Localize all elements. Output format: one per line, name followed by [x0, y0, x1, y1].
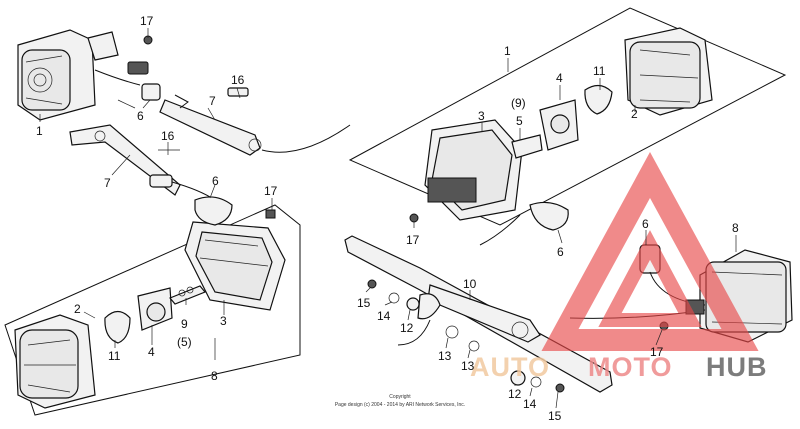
callout-10: 10	[463, 277, 477, 291]
callout-17: 17	[406, 233, 420, 247]
callout-12: 12	[400, 321, 414, 335]
callout-11: 11	[108, 349, 121, 363]
callout-8: 8	[732, 221, 739, 235]
callout-6: 6	[642, 217, 649, 231]
callout-15: 15	[357, 296, 371, 310]
callout-16: 16	[161, 129, 175, 143]
copyright-line1: Copyright	[389, 394, 411, 400]
automotohub-watermark: AUTO MOTO HUB	[470, 152, 768, 382]
stay-and-socket-upper	[69, 35, 351, 201]
callout-11: 11	[593, 64, 606, 78]
callout-4: 4	[148, 345, 155, 359]
callout-17: 17	[140, 14, 154, 28]
callout-2: 2	[74, 302, 81, 316]
callout-1: 1	[504, 44, 511, 58]
callout-7: 7	[104, 176, 111, 190]
callout-4: 4	[556, 71, 563, 85]
watermark-auto-text: AUTO	[470, 352, 550, 382]
leader-lines	[39, 28, 737, 409]
callout-6: 6	[557, 245, 564, 259]
callout-13: 13	[461, 359, 475, 373]
callout-14: 14	[377, 309, 391, 323]
watermark-hub-text: HUB	[706, 352, 768, 382]
turn-signal-lower-left	[14, 196, 286, 409]
callout-17: 17	[650, 345, 664, 359]
callout-5: (5)	[177, 335, 192, 349]
callout-13: 13	[438, 349, 452, 363]
turn-signal-upper-right	[409, 27, 713, 246]
callout-6: 6	[212, 174, 219, 188]
watermark-moto-text: MOTO	[588, 352, 673, 382]
turn-signal-upper-left	[17, 29, 141, 121]
callout-14: 14	[523, 397, 537, 411]
callout-3: 3	[220, 314, 227, 328]
callout-3: 3	[478, 109, 485, 123]
callout-9: 9	[181, 317, 188, 331]
callout-6: 6	[137, 109, 144, 123]
copyright-line2: Page design (c) 2004 - 2014 by ARI Netwo…	[335, 402, 465, 408]
callout-8: 8	[211, 369, 218, 383]
callout-12: 12	[508, 387, 522, 401]
callout-5: 5	[516, 114, 523, 128]
callout-17: 17	[264, 184, 278, 198]
callout-2: 2	[631, 107, 638, 121]
callout-9: (9)	[511, 96, 526, 110]
callout-7: 7	[209, 94, 216, 108]
callout-1: 1	[36, 124, 43, 138]
callout-16: 16	[231, 73, 245, 87]
callout-15: 15	[548, 409, 562, 423]
copyright-notice: Copyright Page design (c) 2004 - 2014 by…	[335, 394, 465, 408]
callout-labels: 17 16 7 1 6 16 7 6 17 2 11 4 9 (5) 3 8 1…	[36, 14, 739, 423]
